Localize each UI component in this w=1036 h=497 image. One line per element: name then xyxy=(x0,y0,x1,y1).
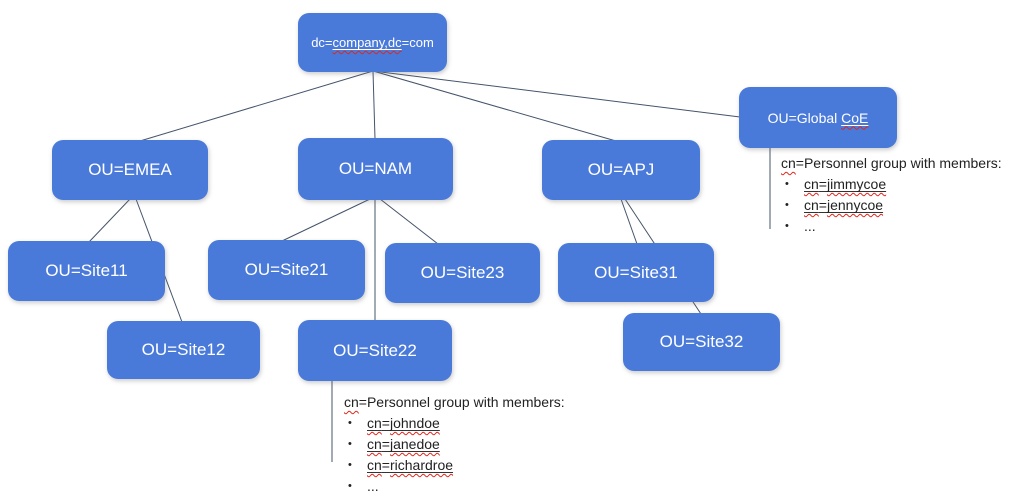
node-label: OU=Site12 xyxy=(141,340,226,359)
node-ou-global-coe: OU=Global CoE xyxy=(739,87,897,148)
member-item: • cn=jimmycoe xyxy=(781,174,1002,195)
node-label: OU=Site22 xyxy=(333,340,417,360)
node-ou-emea: OU=EMEA xyxy=(52,140,208,200)
member-item: • cn=janedoe xyxy=(344,434,565,455)
node-label: OU=NAM xyxy=(338,159,413,178)
node-ou-apj: OU=APJ xyxy=(542,140,700,200)
node-ou-site21: OU=Site21 xyxy=(208,240,365,300)
node-label: OU=Site31 xyxy=(594,262,678,282)
node-ou-site31: OU=Site31 xyxy=(558,243,714,302)
member-item: • cn=richardroe xyxy=(344,455,565,476)
node-label: OU=Site32 xyxy=(659,332,744,351)
node-label: OU=Site11 xyxy=(45,261,128,280)
bullet-icon: • xyxy=(348,480,352,492)
node-label: OU=EMEA xyxy=(88,160,172,179)
edge-root-nam xyxy=(372,70,376,140)
annotation-heading: cn=Personnel group with members: xyxy=(781,155,1002,171)
member-item-more: • ... xyxy=(344,476,565,497)
node-ou-site11: OU=Site11 xyxy=(8,241,165,301)
bullet-icon: • xyxy=(348,438,352,450)
node-ou-site23: OU=Site23 xyxy=(385,243,540,303)
edge-root-emea xyxy=(139,70,374,142)
annotation-heading: cn=Personnel group with members: xyxy=(344,394,565,410)
bullet-icon: • xyxy=(785,220,789,232)
edge-root-globalcoe xyxy=(372,70,741,118)
member-item: • cn=jennycoe xyxy=(781,195,1002,216)
bullet-icon: • xyxy=(785,178,789,190)
member-item: • cn=johndoe xyxy=(344,413,565,434)
ellipsis: ... xyxy=(804,218,816,234)
node-label: OU=Global CoE xyxy=(767,109,869,126)
member-name: cn=janedoe xyxy=(367,436,440,452)
edge-root-apj xyxy=(372,70,617,142)
site22-members-annotation: cn=Personnel group with members: • cn=jo… xyxy=(344,392,565,497)
member-name: cn=jennycoe xyxy=(804,197,884,213)
edge-emea-site11 xyxy=(88,198,131,243)
node-ou-site12: OU=Site12 xyxy=(107,321,260,379)
bullet-icon: • xyxy=(785,199,789,211)
global-coe-members-annotation: cn=Personnel group with members: • cn=ji… xyxy=(781,153,1002,237)
edge-nam-site23 xyxy=(379,198,439,245)
bullet-icon: • xyxy=(348,417,352,429)
edge-nam-site21 xyxy=(281,198,371,242)
node-label: OU=Site23 xyxy=(420,263,505,282)
member-name: cn=jimmycoe xyxy=(804,176,887,192)
node-ou-site22: OU=Site22 xyxy=(298,320,452,381)
ellipsis: ... xyxy=(367,478,379,494)
node-label: OU=Site21 xyxy=(244,260,329,279)
node-ou-nam: OU=NAM xyxy=(298,138,453,200)
member-name: cn=johndoe xyxy=(367,415,440,431)
node-label: dc=company,dc=com xyxy=(311,35,434,50)
bullet-icon: • xyxy=(348,459,352,471)
member-name: cn=richardroe xyxy=(367,457,454,473)
edge-apj-site31 xyxy=(620,198,638,245)
node-label: OU=APJ xyxy=(587,160,655,179)
node-ou-site32: OU=Site32 xyxy=(623,313,780,371)
node-root-dc: dc=company,dc=com xyxy=(298,13,447,72)
member-item-more: • ... xyxy=(781,216,1002,237)
